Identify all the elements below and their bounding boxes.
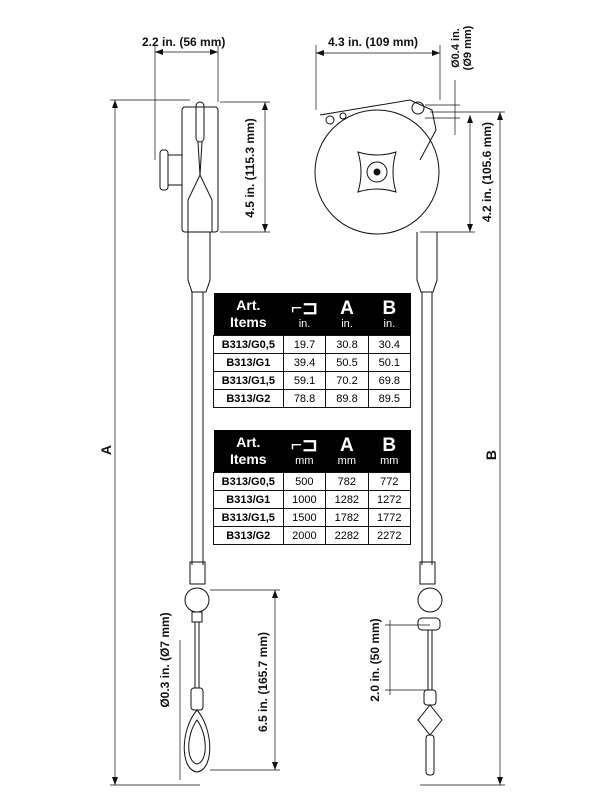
cell: 89.8 <box>325 389 369 408</box>
cell: 1282 <box>325 490 369 509</box>
header-a: A <box>340 297 354 319</box>
cell: 1272 <box>367 490 412 509</box>
dimension-b-label: B <box>483 449 499 461</box>
cell: 69.8 <box>367 371 412 390</box>
hole-diameter-label: Ø0.4 in. (Ø9 mm) <box>450 25 474 71</box>
cell: 59.1 <box>282 371 327 390</box>
cell: 1500 <box>282 508 327 527</box>
arrowheads <box>112 49 503 785</box>
cell: 50.5 <box>325 353 369 372</box>
cell: 89.5 <box>367 389 412 408</box>
header-unit: mm <box>295 454 314 467</box>
height-front-label: 4.2 in. (105.6 mm) <box>480 121 494 223</box>
cell: 782 <box>325 472 369 491</box>
header-unit: in. <box>383 317 396 330</box>
cell: B313/G1,5 <box>213 508 284 527</box>
header-b: B <box>382 434 397 456</box>
cell: 2282 <box>325 526 369 545</box>
cell: 30.8 <box>325 335 369 354</box>
width-front-label: 4.3 in. (109 mm) <box>328 35 419 49</box>
header-unit: mm <box>380 454 399 467</box>
balancer-side-view <box>159 101 219 773</box>
header-items: Items <box>230 314 267 330</box>
cable-reel-icon: ⌐⊐ <box>290 434 318 456</box>
header-unit: in. <box>298 317 311 330</box>
cell: 19.7 <box>282 335 327 354</box>
cable-reel-icon: ⌐⊐ <box>291 297 319 319</box>
cell: 2272 <box>367 526 412 545</box>
header-unit: in. <box>341 317 353 330</box>
header-a: A <box>339 434 354 456</box>
cell: 39.4 <box>282 353 327 372</box>
cell: B313/G1 <box>213 490 284 509</box>
cell: 1772 <box>367 508 412 527</box>
header-b: B <box>382 297 397 319</box>
cell: 70.2 <box>325 371 369 390</box>
header-unit: mm <box>337 454 356 467</box>
cell: 772 <box>367 472 412 491</box>
cell: 1782 <box>325 508 369 527</box>
cell: 500 <box>282 472 327 491</box>
cell: 78.8 <box>282 389 327 408</box>
header-art: Art. <box>236 434 261 450</box>
cell: B313/G0,5 <box>213 335 284 354</box>
cable-diameter-label: Ø0.3 in. (Ø7 mm) <box>158 612 172 708</box>
hook-length-label: 6.5 in. (165.7 mm) <box>256 631 270 733</box>
cell: B313/G1,5 <box>213 371 284 390</box>
cell: 30.4 <box>367 335 412 354</box>
height-side-label: 4.5 in. (115.3 mm) <box>243 118 257 218</box>
cell: B313/G1 <box>213 353 284 372</box>
width-side-label: 2.2 in. (56 mm) <box>142 35 226 49</box>
dimension-a-label: A <box>98 444 114 456</box>
cell: 2000 <box>282 526 327 545</box>
cell: 50.1 <box>367 353 412 372</box>
cell: B313/G2 <box>213 389 284 408</box>
stopper-length-label: 2.0 in. (50 mm) <box>368 618 382 702</box>
cell: B313/G0,5 <box>213 472 284 491</box>
header-art: Art. <box>236 297 261 313</box>
dimension-lines <box>110 45 505 786</box>
header-items: Items <box>229 451 267 467</box>
cell: B313/G2 <box>213 526 284 545</box>
balancer-front-view <box>314 99 443 776</box>
cell: 1000 <box>282 490 327 509</box>
